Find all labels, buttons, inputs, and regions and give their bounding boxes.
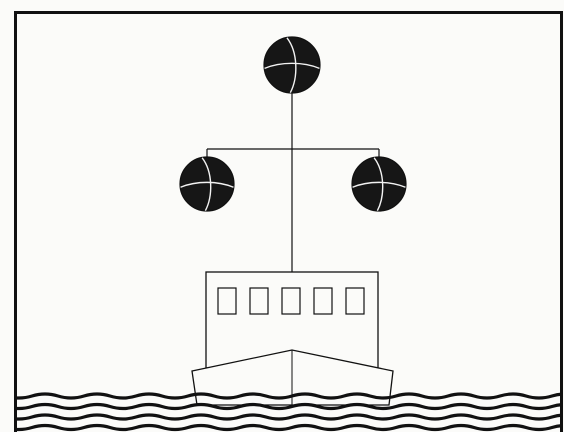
deckhouse-window — [250, 288, 268, 314]
deckhouse-window — [218, 288, 236, 314]
frame-content — [0, 37, 564, 430]
deckhouse-windows — [218, 288, 364, 314]
water-waves — [0, 394, 564, 430]
signal-ball — [264, 37, 320, 93]
signal-balls — [180, 37, 406, 211]
vessel — [192, 272, 393, 405]
signal-ball — [180, 157, 234, 211]
signal-ball — [352, 157, 406, 211]
deckhouse-window — [346, 288, 364, 314]
wave-line — [0, 415, 564, 419]
wave-line — [0, 426, 564, 430]
deckhouse-window — [314, 288, 332, 314]
deckhouse-window — [282, 288, 300, 314]
